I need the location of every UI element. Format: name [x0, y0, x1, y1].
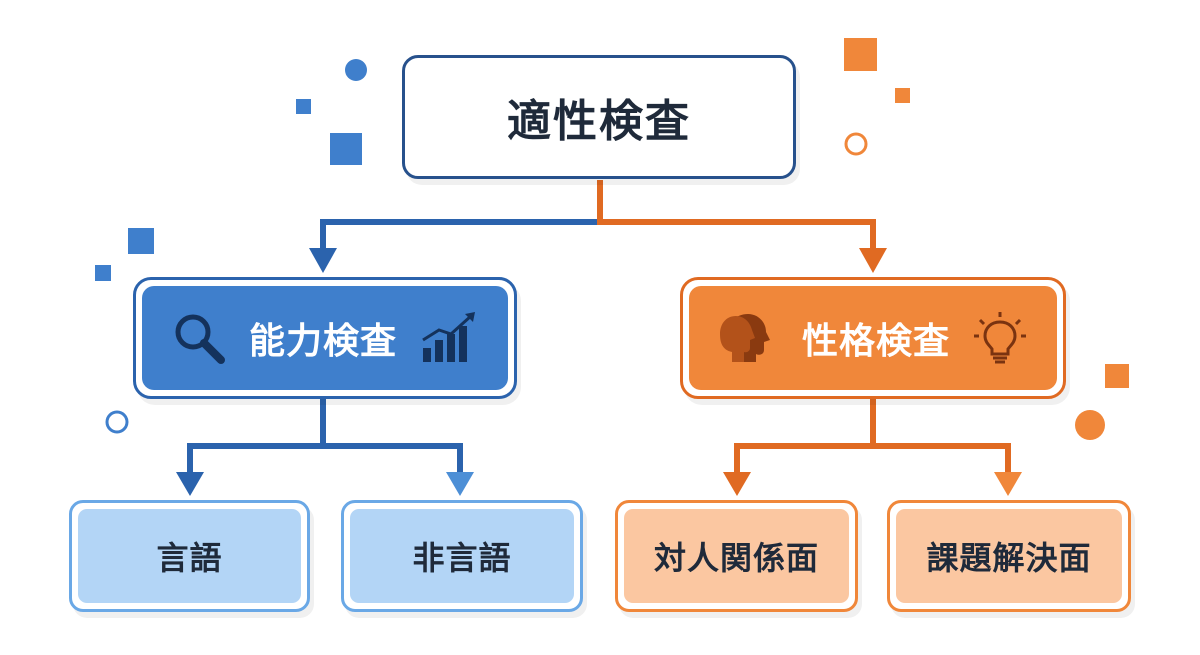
connector-ability-children: [187, 399, 463, 474]
personality-test-label: 性格検査: [801, 321, 950, 362]
verbal-label: 言語: [156, 539, 223, 577]
arrowhead-interpersonal: [723, 472, 751, 496]
arrowhead-problem: [994, 472, 1022, 496]
interpersonal-label: 対人関係面: [653, 539, 819, 577]
verbal-node: 言語: [69, 500, 310, 612]
decor-circle-orange: [1075, 410, 1105, 440]
decor-ring-orange: [844, 132, 868, 156]
root-node: 適性検査: [402, 55, 796, 179]
decor-square-orange: [844, 38, 877, 71]
arrowhead-verbal: [176, 472, 204, 496]
nonverbal-node: 非言語: [341, 500, 583, 612]
ability-test-label: 能力検査: [248, 321, 397, 362]
arrowhead-nonverbal: [446, 472, 474, 496]
bar-chart-icon: [419, 310, 479, 366]
nonverbal-label: 非言語: [412, 539, 512, 577]
decorations: [95, 38, 1129, 440]
connectors: [176, 180, 1022, 496]
decor-square-blue: [95, 265, 111, 281]
heads-profile-icon: [718, 310, 780, 366]
connector-root-ability: [320, 180, 603, 250]
decor-square-orange: [895, 88, 910, 103]
decor-circle-blue: [345, 59, 367, 81]
decor-square-blue: [128, 228, 154, 254]
problem-solving-label: 課題解決面: [926, 539, 1092, 577]
problem-solving-node: 課題解決面: [887, 500, 1131, 612]
ability-test-node: 能力検査: [133, 277, 517, 399]
connector-root-personality: [597, 180, 876, 250]
interpersonal-node: 対人関係面: [615, 500, 858, 612]
personality-test-node: 性格検査: [680, 277, 1066, 399]
decor-square-blue: [330, 133, 362, 165]
arrowhead-personality: [859, 248, 887, 273]
magnifier-icon: [171, 310, 227, 366]
decor-square-blue: [296, 99, 311, 114]
decor-square-orange: [1105, 364, 1129, 388]
root-label: 適性検査: [507, 96, 691, 147]
decor-ring-blue: [105, 410, 129, 434]
connector-personality-children: [734, 399, 1011, 474]
arrowhead-ability: [309, 248, 337, 273]
lightbulb-icon: [972, 310, 1028, 366]
